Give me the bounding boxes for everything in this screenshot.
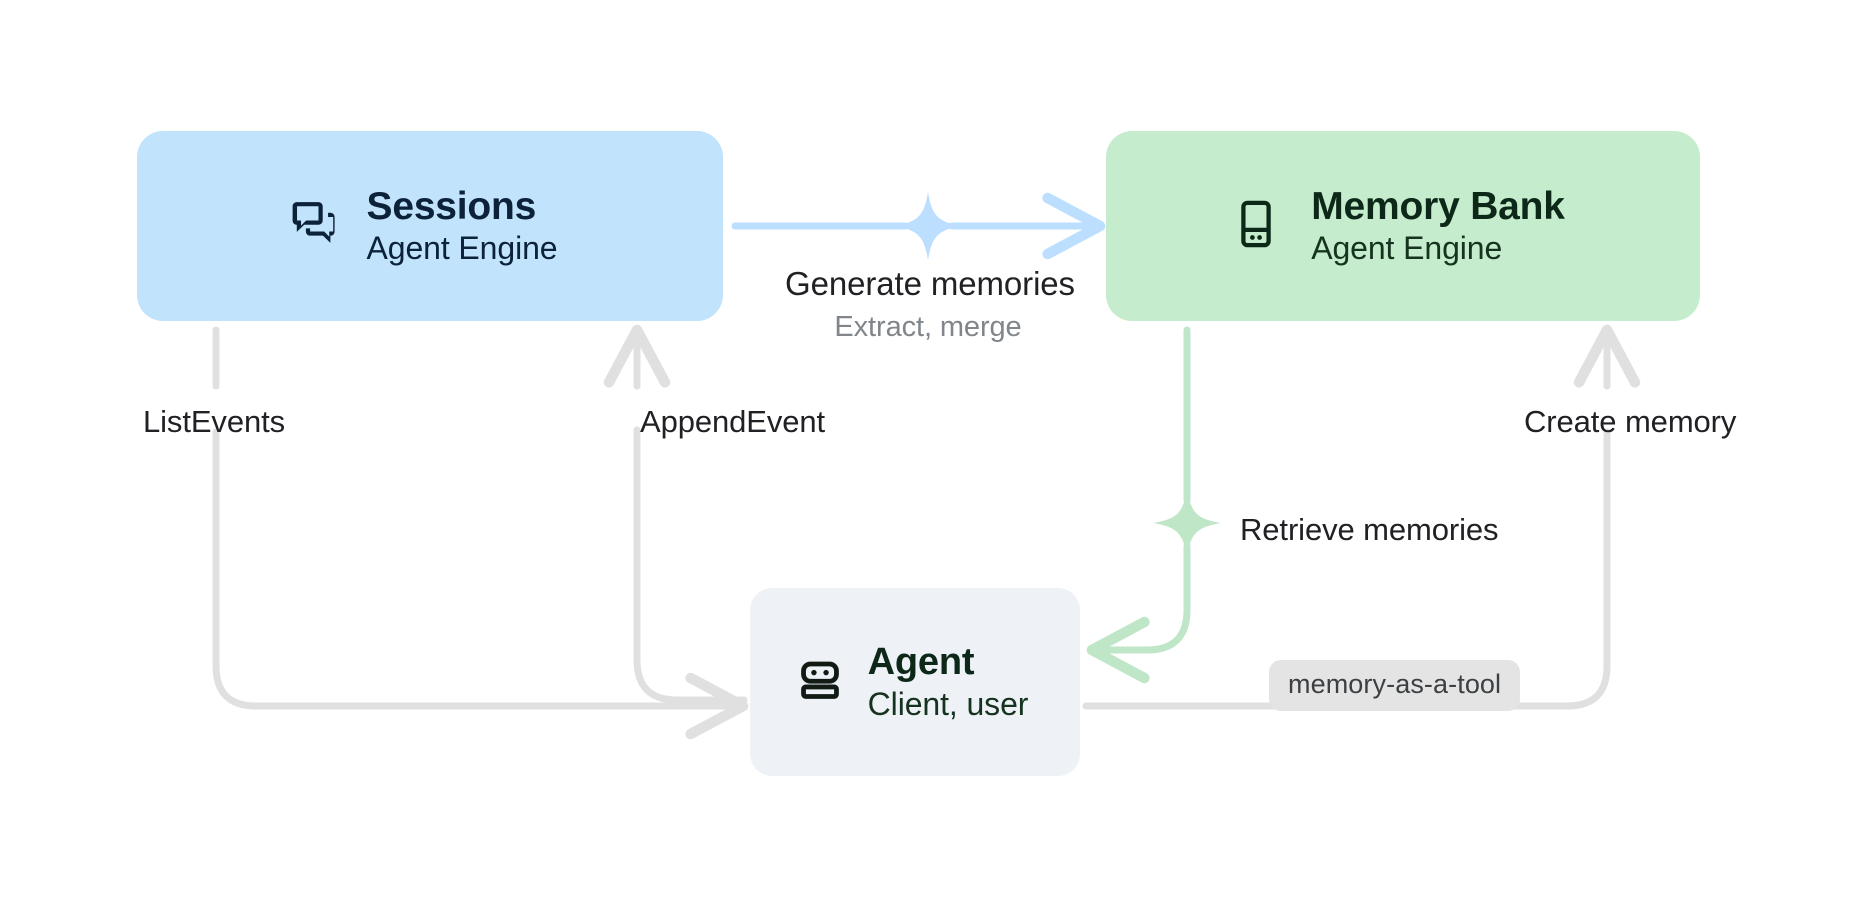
node-sessions-subtitle: Agent Engine [366, 230, 558, 267]
edge-label-append-event: AppendEvent [640, 404, 826, 439]
node-memory-bank[interactable]: Memory Bank Agent Engine [1106, 131, 1700, 321]
node-sessions-text: Sessions Agent Engine [367, 185, 558, 268]
edge-list-events [212, 326, 749, 740]
node-agent[interactable]: Agent Client, user [750, 588, 1080, 776]
edge-create-memory [1082, 324, 1641, 710]
edge-label-list-events: ListEvents [143, 404, 286, 439]
forum-icon [287, 196, 343, 257]
edge-append-event [603, 324, 748, 704]
node-memory-bank-text: Memory Bank Agent Engine [1311, 185, 1565, 268]
sparkle-icon-blue [894, 192, 962, 260]
node-agent-title: Agent [867, 641, 975, 684]
database-icon [1229, 197, 1283, 256]
node-agent-text: Agent Client, user [868, 641, 1029, 722]
robot-icon [794, 654, 846, 711]
edge-retrieve-memories [1086, 326, 1191, 684]
node-sessions[interactable]: Sessions Agent Engine [137, 131, 723, 321]
edge-label-retrieve-memories: Retrieve memories [1240, 512, 1499, 547]
edge-sublabel-extract-merge: Extract, merge [834, 311, 1022, 343]
sparkle-icon-green [1153, 489, 1221, 557]
node-agent-subtitle: Client, user [867, 685, 1029, 722]
edge-label-generate-memories: Generate memories [785, 265, 1075, 302]
node-sessions-title: Sessions [366, 184, 537, 228]
node-memory-bank-title: Memory Bank [1311, 184, 1565, 228]
edge-label-memory-as-a-tool: memory-as-a-tool [1269, 660, 1521, 711]
edge-label-create-memory: Create memory [1524, 404, 1737, 439]
node-memory-bank-subtitle: Agent Engine [1311, 230, 1503, 267]
